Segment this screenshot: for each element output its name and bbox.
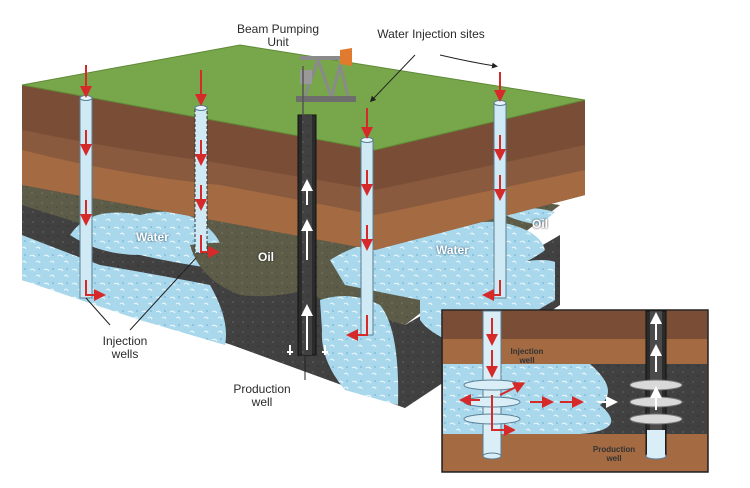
inset-detail: [441, 309, 709, 473]
oil-pocket-front: [190, 242, 323, 297]
label-beam-pumping-unit: Beam Pumping Unit: [236, 22, 320, 49]
injection-well-1: [79, 65, 106, 301]
label-water-left: Water: [136, 230, 169, 244]
pump-jack: [296, 48, 356, 115]
pump-horse-head: [340, 48, 352, 66]
injection-well-3: [346, 108, 374, 341]
leader-lines: [85, 54, 498, 380]
injection-well-2: [194, 70, 220, 258]
label-inset-injection-well: Injection well: [510, 347, 544, 365]
grass-outline: [21, 44, 586, 151]
water-front-center: [320, 296, 399, 405]
water-front-left: [22, 235, 226, 345]
upper-right-clay: [375, 170, 585, 250]
label-injection-wells: Injection wells: [102, 334, 148, 361]
label-oil-right: Oil: [532, 217, 549, 231]
label-oil-center: Oil: [258, 250, 275, 264]
label-inset-production-well: Production well: [592, 445, 636, 463]
water-zone-left: [70, 211, 222, 268]
label-production-well: Production well: [233, 382, 291, 409]
production-well: [287, 114, 328, 356]
injection-well-4: [482, 72, 507, 301]
label-water-injection-sites: Water Injection sites: [377, 27, 485, 41]
label-water-right: Water: [436, 243, 469, 257]
